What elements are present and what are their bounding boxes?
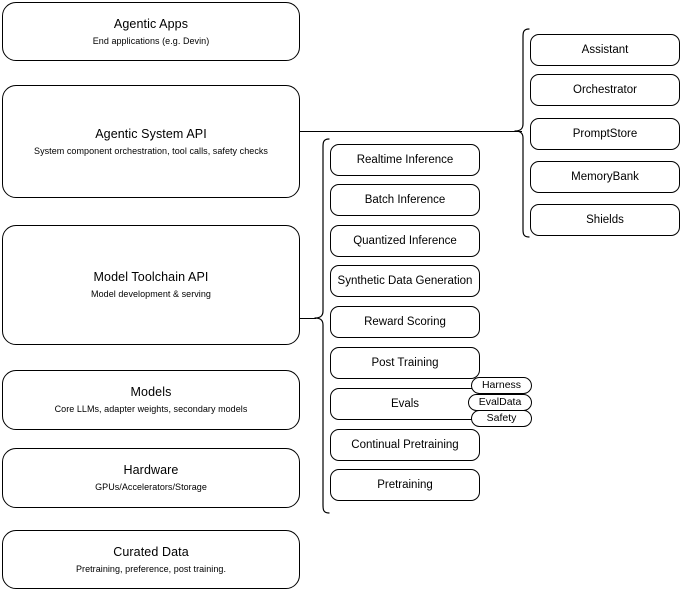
layer-subtitle: End applications (e.g. Devin) (92, 35, 210, 46)
chip-assistant[interactable]: Assistant (530, 34, 680, 66)
chip-title: Continual Pretraining (351, 438, 459, 451)
layer-hardware[interactable]: Hardware GPUs/Accelerators/Storage (2, 448, 300, 508)
connector-system-api-to-components (300, 131, 522, 132)
layer-title: Agentic System API (95, 126, 207, 141)
chip-continual-pretraining[interactable]: Continual Pretraining (330, 429, 480, 461)
chip-promptstore[interactable]: PromptStore (530, 118, 680, 150)
brace-system-components (514, 28, 530, 238)
layer-title: Curated Data (113, 544, 189, 559)
chip-post-training[interactable]: Post Training (330, 347, 480, 379)
pill-evals-safety[interactable]: Safety (471, 410, 532, 427)
layer-agentic-apps[interactable]: Agentic Apps End applications (e.g. Devi… (2, 2, 300, 61)
chip-title: Evals (390, 397, 420, 410)
chip-title: Orchestrator (573, 83, 637, 96)
chip-title: MemoryBank (571, 170, 639, 183)
brace-toolchain-capabilities (314, 138, 330, 514)
layer-title: Hardware (123, 463, 179, 477)
pill-label: EvalData (478, 396, 522, 408)
chip-pretraining[interactable]: Pretraining (330, 469, 480, 501)
layer-model-toolchain-api[interactable]: Model Toolchain API Model development & … (2, 225, 300, 345)
layer-models[interactable]: Models Core LLMs, adapter weights, secon… (2, 370, 300, 430)
layer-subtitle: Model development & serving (91, 289, 211, 299)
pill-evals-evaldata[interactable]: EvalData (468, 394, 532, 411)
chip-memorybank[interactable]: MemoryBank (530, 161, 680, 193)
layer-title: Model Toolchain API (93, 270, 209, 284)
chip-title: Shields (586, 213, 624, 226)
layer-curated-data[interactable]: Curated Data Pretraining, preference, po… (2, 530, 300, 589)
layer-subtitle: Pretraining, preference, post training. (75, 563, 227, 574)
chip-title: Assistant (581, 43, 629, 56)
pill-label: Safety (486, 412, 517, 424)
layer-subtitle: System component orchestration, tool cal… (34, 145, 268, 156)
layer-agentic-system-api[interactable]: Agentic System API System component orch… (2, 85, 300, 198)
chip-title: Synthetic Data Generation (337, 274, 473, 287)
pill-label: Harness (481, 379, 522, 391)
chip-shields[interactable]: Shields (530, 204, 680, 236)
chip-title: Reward Scoring (364, 315, 446, 328)
chip-title: PromptStore (572, 127, 638, 140)
connector-toolchain-to-capabilities (300, 318, 316, 319)
chip-quantized-inference[interactable]: Quantized Inference (330, 225, 480, 257)
chip-title: Post Training (371, 356, 439, 369)
layer-title: Models (130, 385, 172, 399)
pill-evals-harness[interactable]: Harness (471, 377, 532, 394)
layer-title: Agentic Apps (113, 16, 189, 31)
chip-title: Realtime Inference (356, 153, 454, 166)
chip-batch-inference[interactable]: Batch Inference (330, 184, 480, 216)
chip-synthetic-data-generation[interactable]: Synthetic Data Generation (330, 265, 480, 297)
chip-realtime-inference[interactable]: Realtime Inference (330, 144, 480, 176)
chip-title: Batch Inference (364, 193, 446, 206)
chip-reward-scoring[interactable]: Reward Scoring (330, 306, 480, 338)
chip-title: Pretraining (377, 478, 433, 491)
layer-subtitle: GPUs/Accelerators/Storage (95, 482, 207, 492)
layer-subtitle: Core LLMs, adapter weights, secondary mo… (54, 404, 248, 414)
chip-evals[interactable]: Evals (330, 388, 480, 420)
chip-orchestrator[interactable]: Orchestrator (530, 74, 680, 106)
chip-title: Quantized Inference (353, 234, 457, 247)
